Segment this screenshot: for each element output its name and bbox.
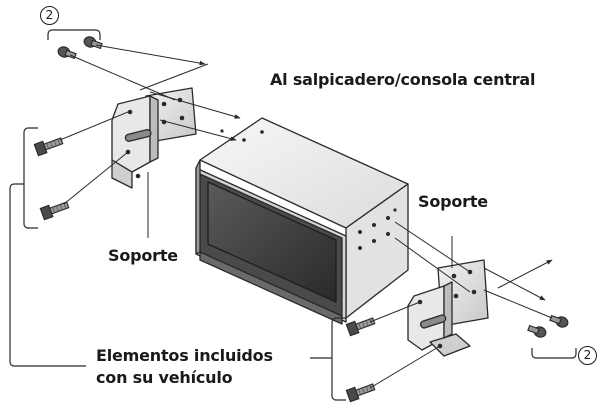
callout-number-top-left: 2: [40, 6, 59, 25]
dashboard-label: Al salpicadero/consola central: [270, 70, 536, 89]
vehicle-parts-label-line1: Elementos incluidos: [96, 346, 273, 365]
guide-lines: [59, 44, 553, 389]
bracket-right-label: Soporte: [418, 192, 488, 211]
callout-number-bottom-right: 2: [578, 346, 597, 365]
left-bracket: [111, 87, 197, 189]
chassis-holes: [220, 129, 397, 250]
bracket-left-label: Soporte: [108, 246, 178, 265]
vehicle-parts-label-line2: con su vehículo: [96, 368, 233, 387]
grouping-braces: [9, 29, 577, 401]
left-bracket-holes: [125, 97, 185, 179]
head-unit: [195, 117, 409, 325]
right-bracket-holes: [417, 269, 477, 349]
right-bracket: [407, 259, 489, 357]
screws: [33, 36, 569, 403]
